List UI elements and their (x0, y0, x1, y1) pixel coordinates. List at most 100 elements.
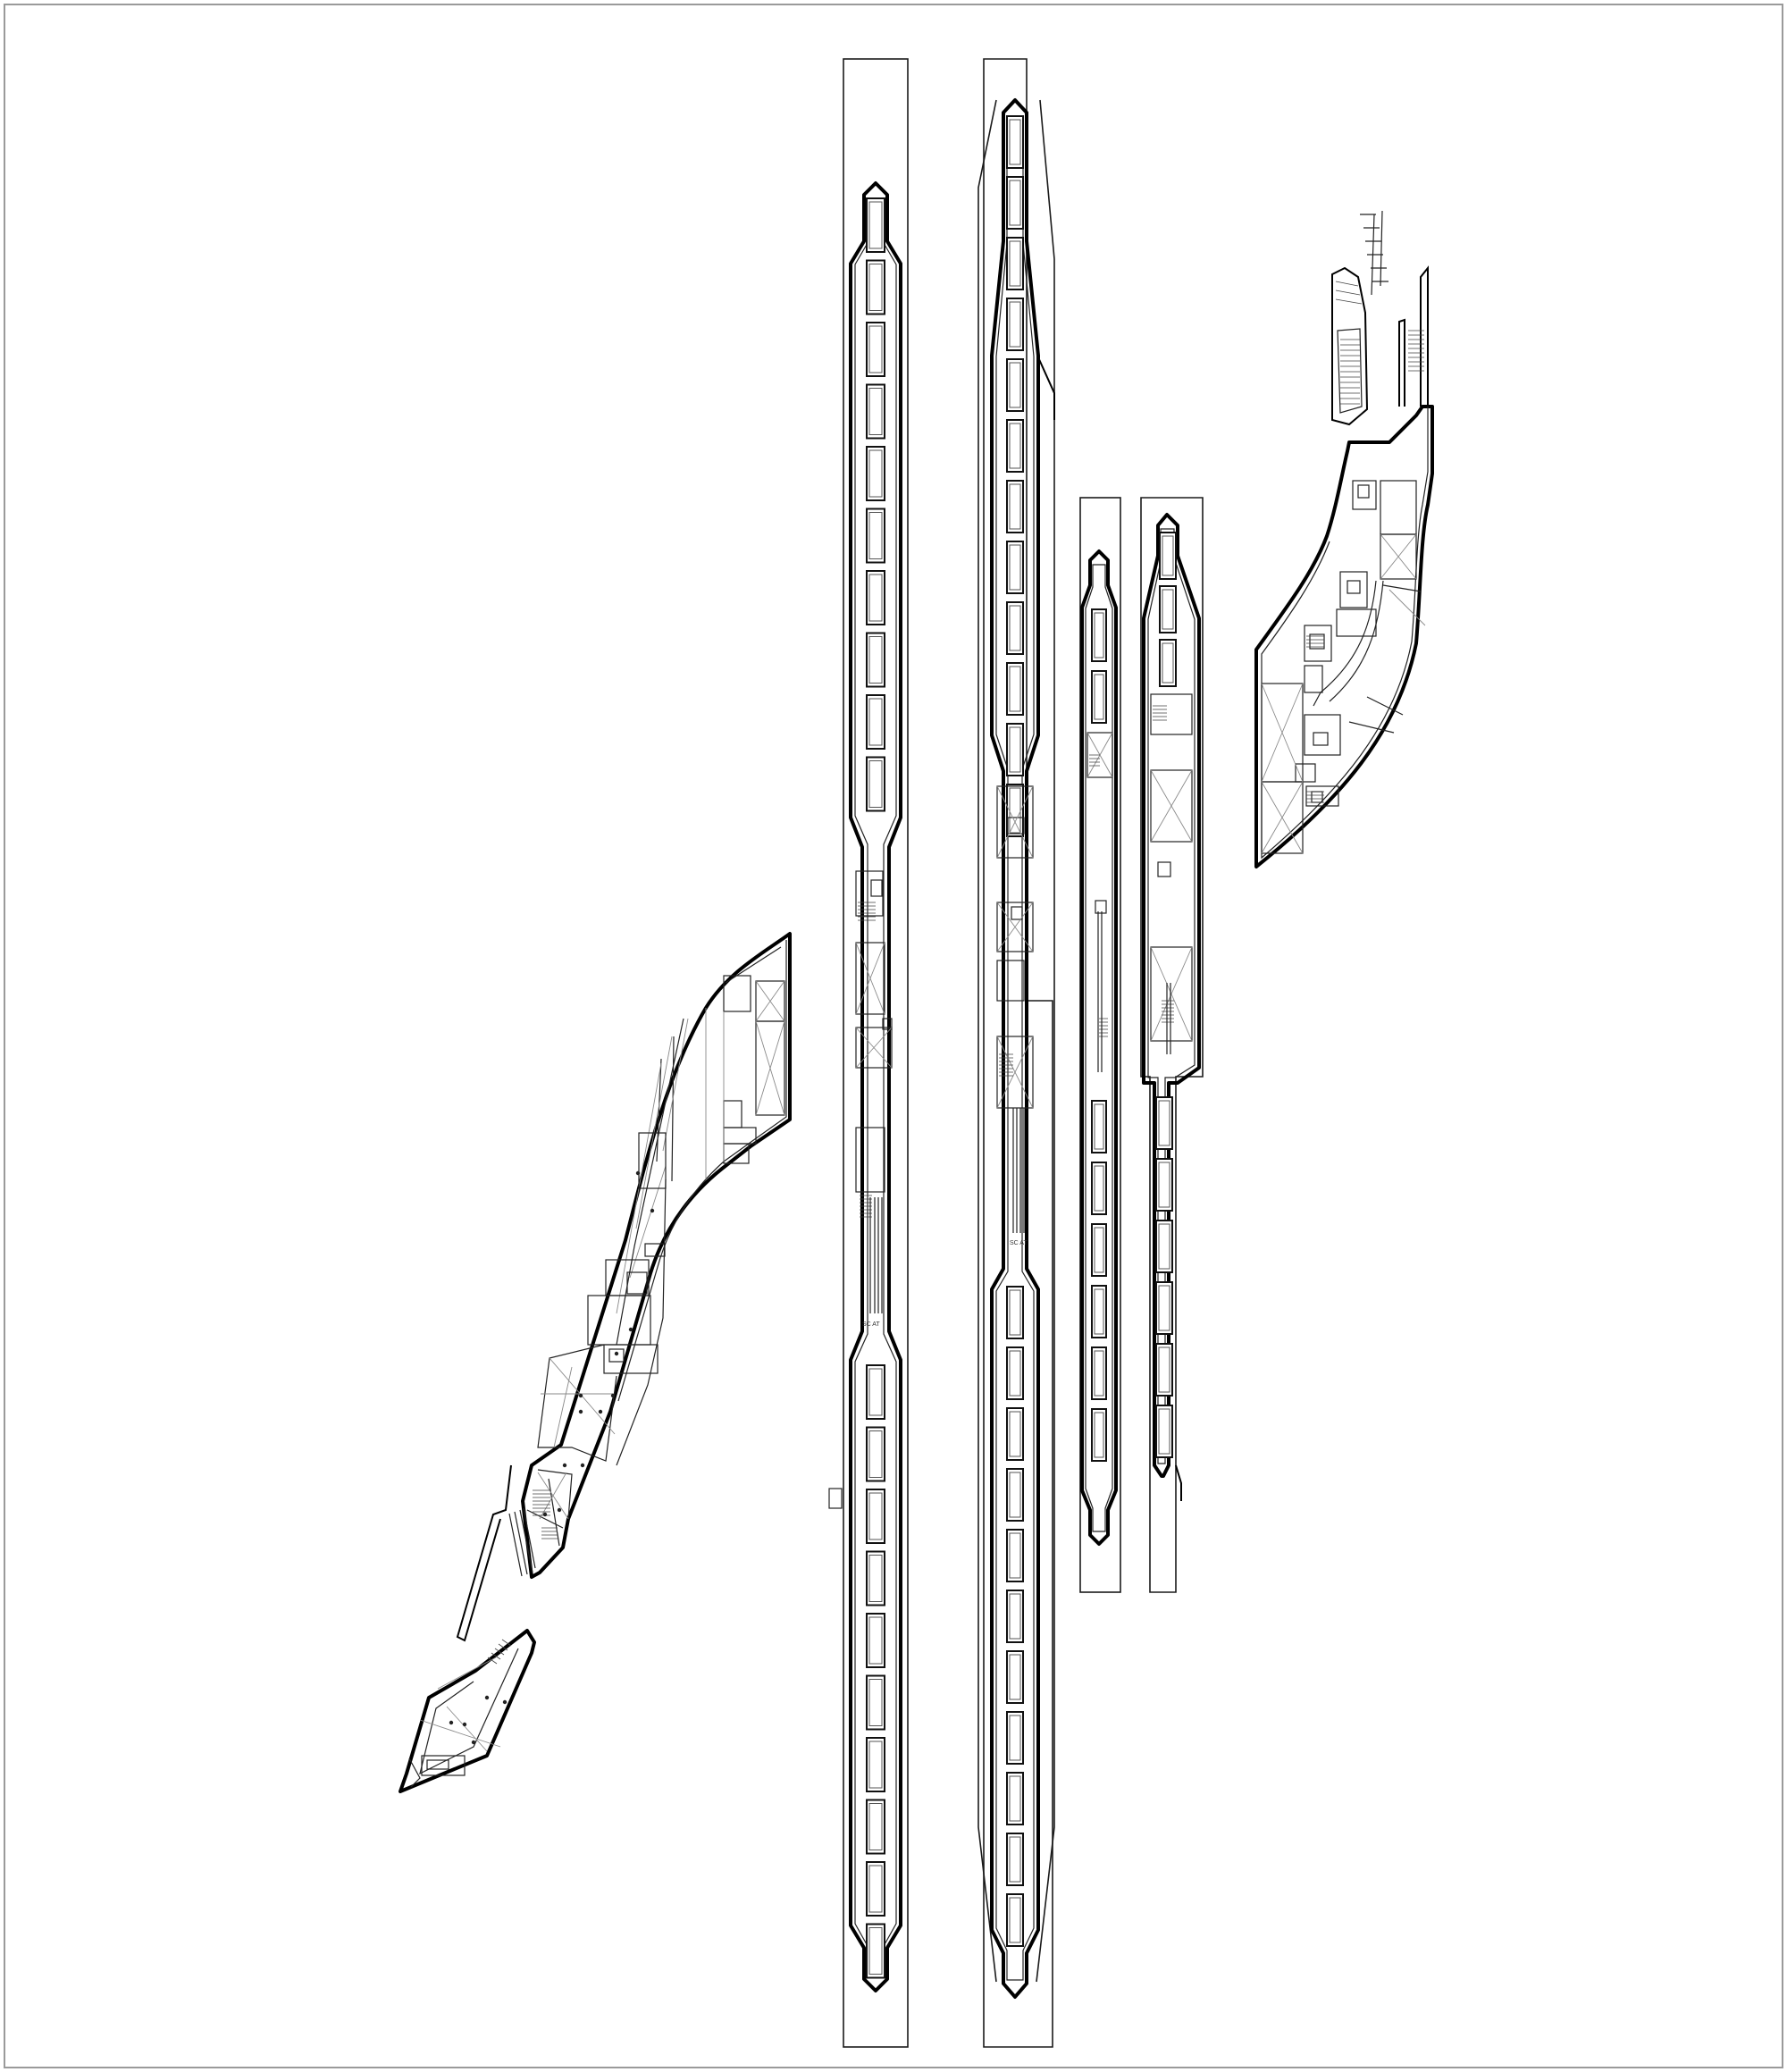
platform-1-car-window (868, 1803, 883, 1850)
platform-4-car-window (1158, 1346, 1170, 1393)
west-building-column (580, 1463, 585, 1468)
platform-2-room (996, 902, 1034, 952)
west-building-room (603, 1344, 659, 1374)
platform-3-stair (1089, 754, 1108, 1037)
platform-1-car (866, 197, 885, 253)
platform-2-car (1006, 601, 1024, 655)
platform-4-car (1155, 1343, 1173, 1397)
platform-4-room (1150, 693, 1193, 735)
east-building-room (1336, 608, 1377, 637)
platform-1-car (866, 1861, 885, 1917)
platform-4-car-window (1158, 1285, 1170, 1331)
platform-2-car (1006, 115, 1024, 169)
platform-2-car-window (1009, 301, 1021, 348)
east-building-room (1304, 625, 1332, 662)
platform-4-car-window (1158, 1100, 1170, 1146)
platform-1-car (866, 508, 885, 564)
platform-1-car-window (868, 201, 883, 249)
platform-3-car (1091, 1162, 1107, 1215)
platform-4-car-window (1158, 1162, 1170, 1208)
platform-1-car-window (868, 1555, 883, 1602)
platform-2-car (1006, 1650, 1024, 1704)
platform-4-car (1155, 1158, 1173, 1212)
platform-4-escalator (1166, 983, 1171, 1054)
pavilion-column (449, 1720, 454, 1725)
west-building-diagonal (705, 980, 785, 1179)
platform-1-car-window (868, 325, 883, 373)
platform-3-car (1091, 1100, 1107, 1153)
platform-3-car-window (1094, 674, 1104, 720)
platform-4 (1140, 497, 1204, 1593)
west-building-outer-wall (456, 1464, 512, 1642)
east-building-room (1347, 580, 1361, 594)
platform-1-room (882, 1018, 893, 1030)
platform-1-car-window (868, 636, 883, 684)
east-building-inner-wall (1261, 407, 1429, 860)
platform-1-car (866, 694, 885, 750)
platform-4-diagonal (1150, 769, 1193, 1042)
west-building-room (723, 1100, 742, 1128)
platform-4-car (1155, 1096, 1173, 1150)
pavilion-column (471, 1740, 476, 1745)
west-building-room (723, 975, 751, 1012)
platform-4-stair (1153, 705, 1174, 1023)
platform-4-car-window (1162, 535, 1174, 576)
west-building-column (628, 1327, 633, 1332)
platform-2-cars (1006, 115, 1024, 1947)
platform-3-room (1086, 732, 1113, 778)
platform-1-escalator (869, 1197, 883, 1313)
west-building-spine (616, 1018, 684, 1346)
west-building-stair (533, 1489, 558, 1539)
platform-4-room (1150, 769, 1193, 843)
west-building-room (608, 1348, 625, 1363)
platform-1-car (866, 1923, 885, 1979)
platform-2-car-window (1009, 1472, 1021, 1518)
platform-3-car (1091, 1285, 1107, 1338)
platform-3-escalator (1097, 911, 1103, 1072)
east-building-room (1305, 785, 1339, 807)
platform-2-car-window (1009, 605, 1021, 651)
west-building-outline (521, 932, 792, 1579)
platform-3-room (1095, 900, 1107, 914)
platform-2-label: SC AT (1010, 1240, 1028, 1246)
pavilion-column (484, 1695, 490, 1700)
platform-1-concourse: SC AT (855, 870, 893, 1328)
canopy-ribs (1360, 210, 1388, 296)
west-concourse-building (456, 932, 792, 1642)
platform-3-car (1091, 1346, 1107, 1400)
canopy-inner (1337, 328, 1363, 414)
platform-1-room (855, 1027, 893, 1069)
east-building-room (1304, 665, 1323, 693)
platform-3-car-window (1094, 612, 1104, 659)
east-canopy (1331, 210, 1388, 426)
platform-1-car-window (868, 1741, 883, 1789)
platform-2-stair (999, 1053, 1013, 1077)
west-building-edge (616, 1179, 667, 1466)
platform-4-car (1159, 639, 1177, 687)
platform-2-car (1006, 1468, 1024, 1522)
platform-2-car (1006, 1286, 1024, 1339)
west-building-column-grid (542, 1170, 655, 1517)
platform-2-car-window (1009, 1289, 1021, 1336)
platform-4-room (1157, 861, 1171, 877)
east-building-outline (1254, 405, 1434, 868)
east-building-room (1313, 732, 1329, 746)
east-building-stem-stair (1408, 330, 1424, 372)
outer-frame (4, 4, 1783, 2068)
platform-2-car-window (1009, 1411, 1021, 1457)
platform-2-car-window (1009, 1836, 1021, 1883)
platform-2-car-window (1009, 362, 1021, 408)
east-building-room (1352, 480, 1377, 510)
west-building-escalator (508, 1507, 536, 1577)
pavilion-inner-wall (419, 1648, 519, 1775)
platform-3-car-window (1094, 1412, 1104, 1458)
platform-1-side-kiosk (828, 1488, 843, 1509)
west-building-column (557, 1507, 562, 1513)
platform-2-car-window (1009, 240, 1021, 287)
west-building-room (755, 1020, 785, 1116)
platform-3-cars (1091, 608, 1107, 1462)
pavilion-room (421, 1755, 466, 1776)
platform-2-car (1006, 1346, 1024, 1400)
platform-2-diagonal (996, 785, 1034, 1109)
